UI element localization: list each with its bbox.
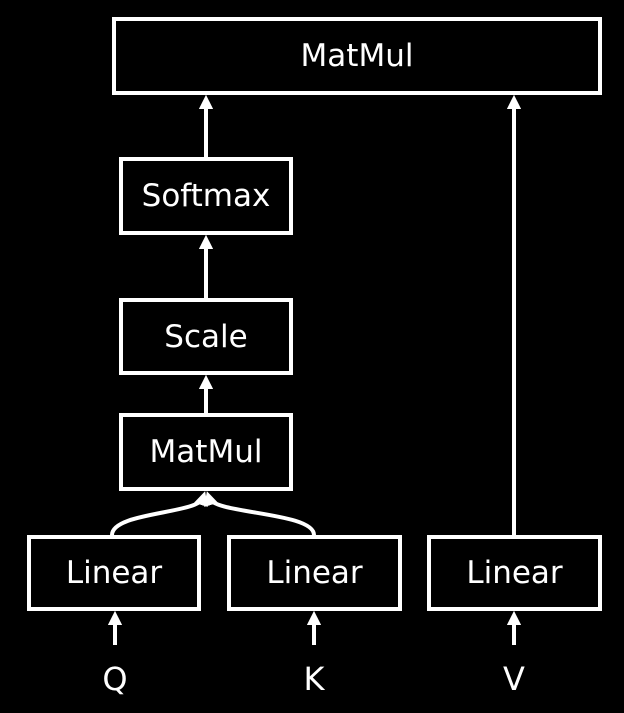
matmul-box: MatMul	[119, 413, 293, 491]
softmax-box: Softmax	[119, 157, 293, 235]
linear-k-box: Linear	[227, 535, 402, 611]
input-v-label: V	[503, 660, 525, 698]
linear-q-box: Linear	[27, 535, 201, 611]
linear-v-box: Linear	[427, 535, 602, 611]
input-q-label: Q	[102, 660, 128, 698]
arrow-linear-k-to-matmul	[204, 491, 316, 536]
scale-box: Scale	[119, 298, 293, 375]
arrow-linear-q-to-matmul	[110, 491, 208, 536]
input-k-label: K	[303, 660, 325, 698]
top-matmul-box: MatMul	[112, 17, 602, 95]
